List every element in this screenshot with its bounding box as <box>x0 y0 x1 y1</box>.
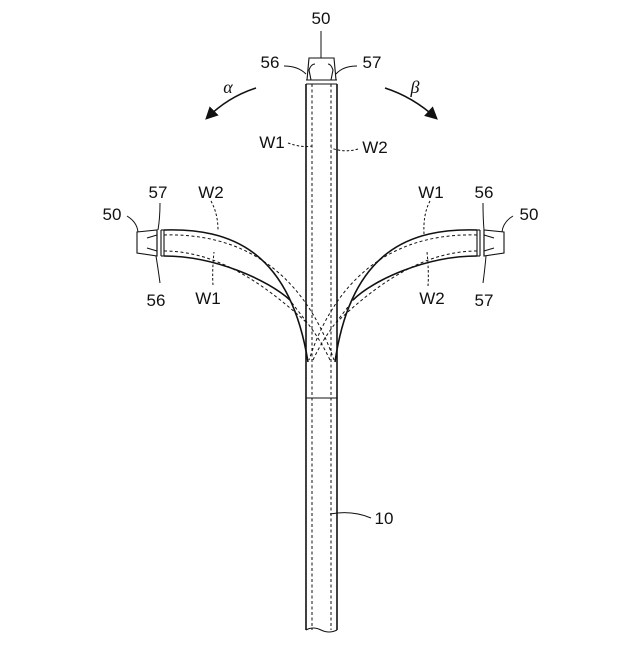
tool-tip-vertical <box>306 58 337 84</box>
label-alpha: α <box>223 77 233 97</box>
label-50-top: 50 <box>312 9 331 28</box>
leader-lines <box>127 31 513 518</box>
label-w1-top: W1 <box>259 133 285 152</box>
tool-tip-right <box>477 230 504 256</box>
label-w2-left: W2 <box>198 183 224 202</box>
label-w1-left: W1 <box>195 289 221 308</box>
tool-tip-left <box>137 230 164 256</box>
label-56-top: 56 <box>261 53 280 72</box>
label-56-right: 56 <box>475 183 494 202</box>
label-50-left: 50 <box>103 205 122 224</box>
label-56-left: 56 <box>147 291 166 310</box>
label-50-right: 50 <box>520 205 539 224</box>
label-beta: β <box>410 77 420 97</box>
label-10-shaft: 10 <box>375 509 394 528</box>
shaft-10 <box>306 84 337 632</box>
label-57-left: 57 <box>149 183 168 202</box>
bent-section-left <box>164 230 334 362</box>
label-w2-top: W2 <box>362 138 388 157</box>
label-w2-right: W2 <box>419 289 445 308</box>
bent-section-right <box>309 230 477 362</box>
label-57-top: 57 <box>363 53 382 72</box>
label-w1-right: W1 <box>418 183 444 202</box>
label-57-right: 57 <box>475 291 494 310</box>
